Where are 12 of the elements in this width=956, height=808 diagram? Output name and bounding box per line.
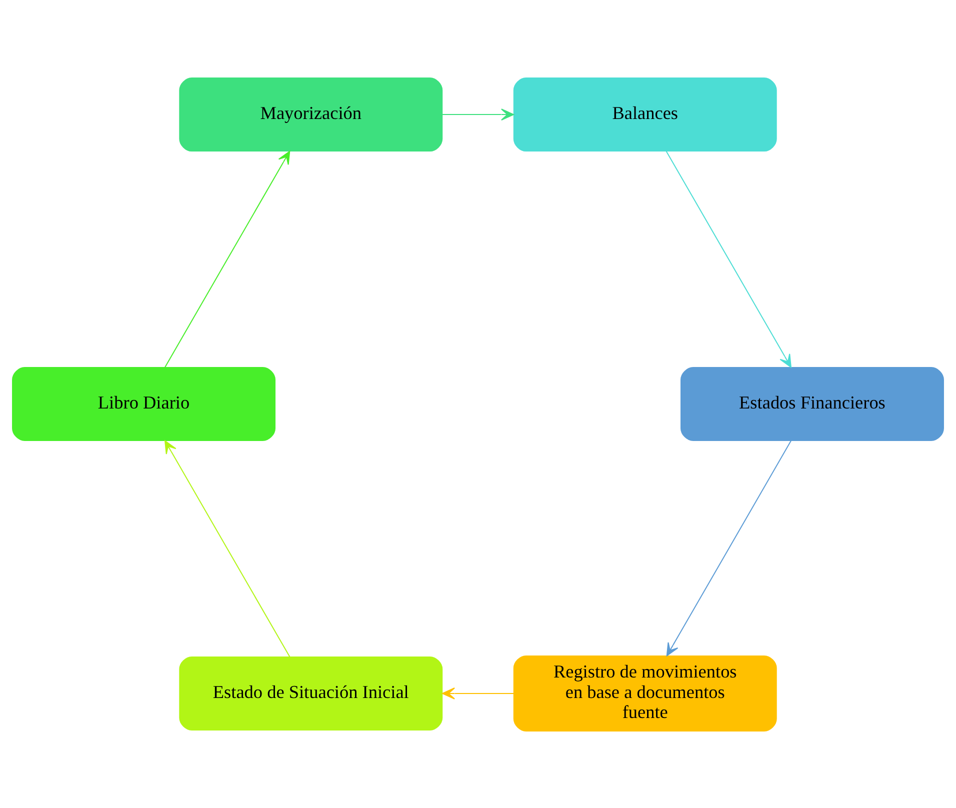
arrow <box>164 440 290 657</box>
node-box: Estado de Situación Inicial <box>179 656 443 730</box>
arrow <box>442 686 514 699</box>
arrow <box>666 440 792 656</box>
node-box: Mayorización <box>179 77 443 152</box>
node-box: Balances <box>513 77 777 152</box>
node-box: Libro Diario <box>12 366 276 440</box>
arrow <box>666 150 792 368</box>
node-box: Registro de movimientos en base a documentos fuente <box>513 654 777 731</box>
node-box: Estados Financieros <box>680 366 944 440</box>
arrow <box>442 108 514 120</box>
arrow <box>164 150 290 368</box>
